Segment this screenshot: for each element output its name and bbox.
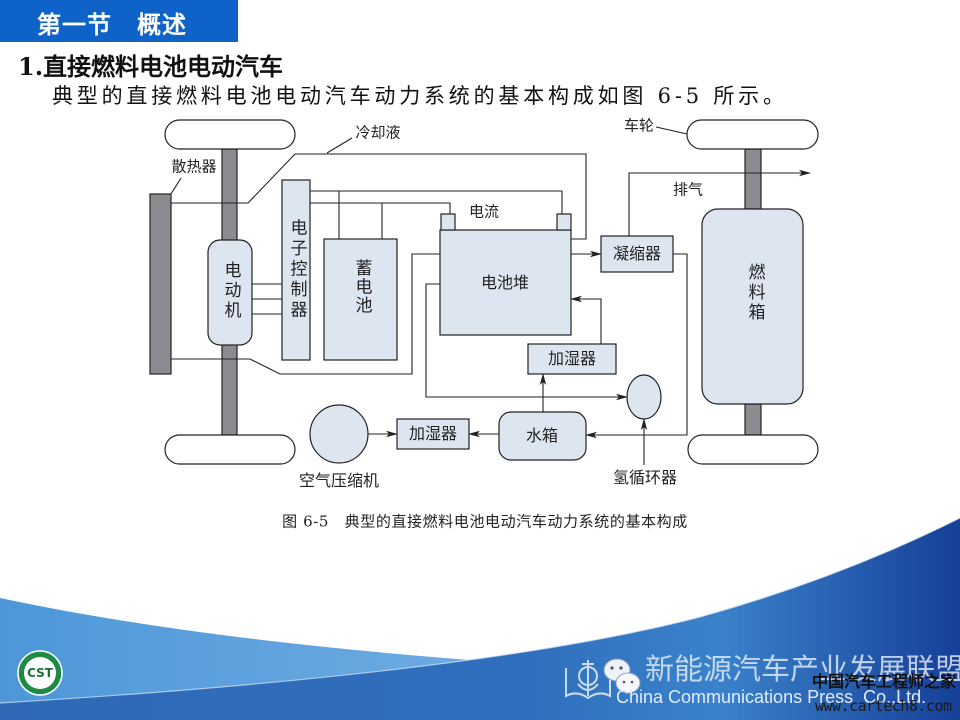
section-title: 第一节 概述 bbox=[37, 11, 187, 39]
stack-to-hydrogen-circulator-arrow bbox=[425, 283, 628, 401]
intro-text: 典型的直接燃料电池电动汽车动力系统的基本构成如图 6-5 所示。 bbox=[52, 84, 788, 108]
controller-box bbox=[281, 179, 311, 361]
fuel-tank-box bbox=[701, 208, 804, 405]
label-humidifier-stack: 加湿器 bbox=[547, 349, 597, 368]
footer-wave-dark bbox=[0, 518, 960, 720]
battery-box bbox=[323, 238, 398, 361]
motor-box bbox=[207, 239, 253, 346]
label-motor: 电动机 bbox=[220, 261, 241, 321]
wheel-front-right bbox=[686, 119, 819, 150]
publisher-logo-icon bbox=[565, 660, 611, 700]
label-air-compressor: 空气压缩机 bbox=[298, 471, 380, 490]
watermark-text: 新能源汽车产业发展联盟 bbox=[645, 652, 960, 686]
site-name-watermark: 中国汽车工程师之家 bbox=[812, 672, 957, 691]
exhaust-arrow bbox=[628, 169, 811, 236]
page-heading: 1.直接燃料电池电动汽车 bbox=[18, 52, 284, 81]
wheel-pointer bbox=[655, 126, 688, 135]
right-axle-lower bbox=[744, 403, 762, 436]
label-condenser: 凝缩器 bbox=[612, 244, 662, 263]
hydrogen-circulator-ellipse bbox=[626, 374, 662, 420]
stack-terminal-left bbox=[440, 213, 456, 231]
site-url-watermark: www.cartech8.com bbox=[815, 697, 952, 715]
label-exhaust: 排气 bbox=[672, 180, 704, 199]
condenser-to-water-tank-arrow bbox=[585, 253, 688, 439]
label-hydrogen-circulator: 氢循环器 bbox=[612, 468, 678, 487]
label-wheel: 车轮 bbox=[623, 116, 655, 135]
air-compressor-circle bbox=[309, 404, 369, 464]
label-humidifier-air: 加湿器 bbox=[408, 424, 458, 443]
label-coolant: 冷却液 bbox=[355, 123, 401, 142]
label-controller: 电子控制器 bbox=[286, 218, 307, 322]
label-battery: 蓄电池 bbox=[351, 259, 372, 315]
wheel-front-left bbox=[164, 119, 296, 150]
figure-caption: 图 6-5 典型的直接燃料电池电动汽车动力系统的基本构成 bbox=[282, 512, 688, 531]
stack-terminal-right bbox=[556, 213, 572, 231]
humidifier-to-stack-arrow bbox=[570, 295, 602, 344]
stack-coolant-return-line bbox=[171, 253, 440, 375]
footer-wave-highlight bbox=[0, 517, 960, 704]
label-radiator: 散热器 bbox=[171, 157, 217, 176]
current-line-right bbox=[310, 190, 563, 214]
label-fuel-tank: 燃料箱 bbox=[744, 263, 765, 323]
label-current: 电流 bbox=[468, 202, 500, 221]
coolant-pointer bbox=[326, 137, 353, 154]
right-axle-upper bbox=[744, 148, 762, 210]
publisher-name: China Communications Press Co.,Ltd. bbox=[616, 687, 927, 707]
humidifier-stack-box bbox=[527, 343, 617, 375]
current-line-left bbox=[310, 202, 451, 214]
wheel-rear-right bbox=[687, 434, 819, 465]
cst-logo bbox=[17, 650, 63, 696]
wheel-rear-left bbox=[164, 434, 296, 465]
label-water-tank: 水箱 bbox=[525, 426, 559, 445]
stack-box bbox=[439, 229, 572, 336]
cst-logo-text: CST bbox=[27, 666, 53, 680]
radiator bbox=[149, 193, 172, 375]
label-stack: 电池堆 bbox=[480, 273, 530, 292]
section-header: 第一节 概述 bbox=[0, 0, 238, 42]
wechat-icon bbox=[603, 658, 641, 694]
radiator-pointer bbox=[170, 177, 182, 195]
coolant-loop-line bbox=[171, 153, 587, 240]
